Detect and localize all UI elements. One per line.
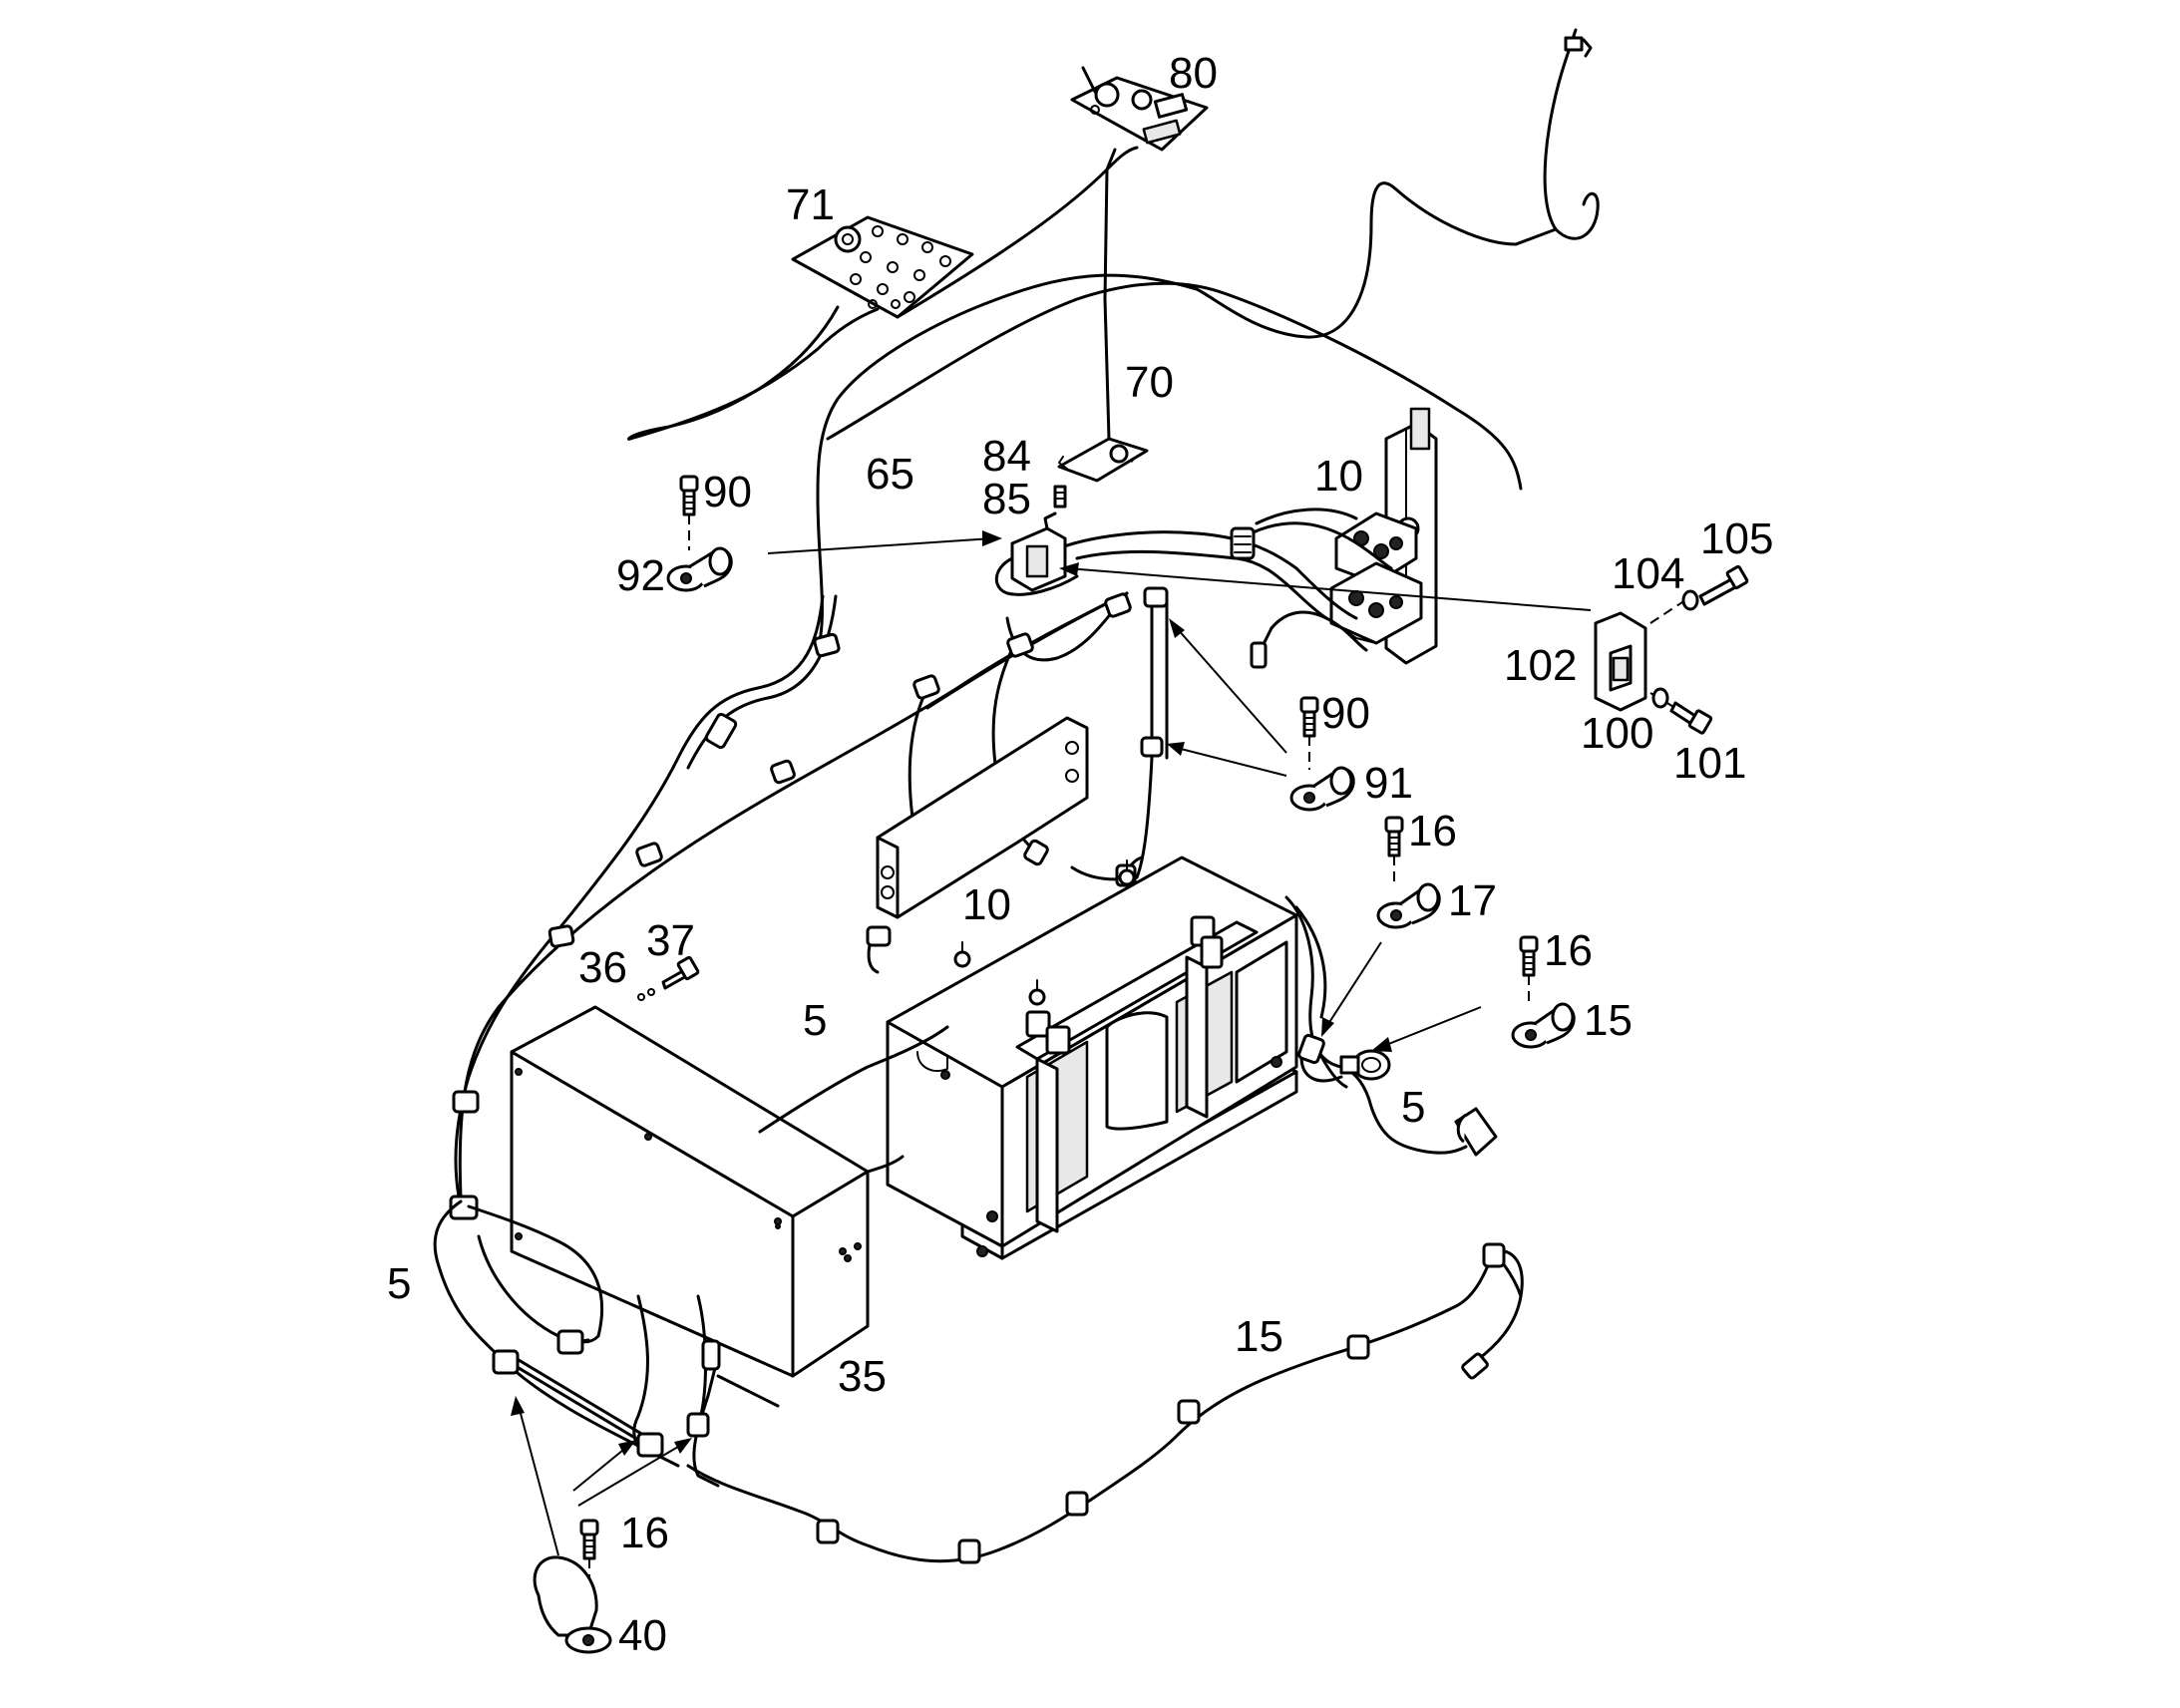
callout-80: 80 — [1169, 49, 1218, 98]
callout-104: 104 — [1612, 549, 1684, 598]
screw-16-upper — [1384, 816, 1404, 887]
callout-100: 100 — [1581, 709, 1653, 758]
callout-105: 105 — [1700, 514, 1773, 563]
screw-90-upper-left — [679, 475, 699, 550]
callout-40: 40 — [618, 1611, 667, 1660]
callout-5-left: 5 — [387, 1259, 411, 1308]
clamp-15 — [1511, 1002, 1576, 1049]
harness-clips — [449, 586, 1169, 1220]
relay-84 — [994, 512, 1079, 596]
callout-5-mid: 5 — [803, 996, 827, 1045]
bracket-70 — [1057, 437, 1149, 483]
callout-16-upper: 16 — [1408, 807, 1457, 855]
right-harness — [1284, 895, 1498, 1157]
transformer-assembly — [886, 855, 1298, 1260]
clamp-92 — [666, 546, 733, 592]
screw-90-mid — [1299, 696, 1319, 770]
screw-16-right — [1519, 935, 1539, 1007]
clamp-91 — [1289, 766, 1355, 812]
clamp-15-on-harness — [1339, 1049, 1391, 1081]
callout-36: 36 — [578, 943, 627, 992]
clamp-40 — [533, 1555, 612, 1654]
callout-65: 65 — [866, 450, 914, 499]
callout-90-upper: 90 — [703, 468, 752, 516]
callout-37: 37 — [646, 916, 695, 965]
callout-10-mid: 10 — [962, 880, 1011, 929]
callout-90-mid: 90 — [1321, 689, 1370, 738]
connector-5-right — [1454, 1107, 1498, 1157]
callout-70: 70 — [1125, 358, 1174, 407]
callout-35: 35 — [838, 1352, 887, 1401]
callout-15-right: 15 — [1584, 996, 1633, 1045]
mounting-plate-10 — [876, 716, 1089, 919]
screw-37 — [637, 955, 700, 1001]
washer-100 — [1651, 687, 1669, 709]
callout-15-bottom: 15 — [1235, 1312, 1283, 1361]
panel-80 — [1070, 76, 1209, 152]
callout-91: 91 — [1364, 759, 1413, 808]
callout-92: 92 — [616, 551, 665, 600]
callout-101: 101 — [1673, 739, 1746, 788]
terminal-block-10-upper — [1329, 407, 1438, 665]
callout-10-upper: 10 — [1314, 452, 1363, 501]
callout-85: 85 — [982, 475, 1031, 523]
bracket-102 — [1594, 599, 1686, 712]
callout-71: 71 — [786, 180, 835, 229]
callout-16-right: 16 — [1544, 926, 1593, 975]
wire-71-left — [626, 305, 840, 441]
callout-17: 17 — [1448, 876, 1497, 925]
screw-85 — [1053, 485, 1067, 509]
relay-wires — [1045, 508, 1393, 669]
enclosure-35 — [510, 1005, 949, 1378]
callout-84: 84 — [982, 432, 1031, 481]
panel-71 — [791, 215, 974, 319]
lower-left-harness — [433, 1199, 1524, 1564]
callout-5-right: 5 — [1401, 1083, 1425, 1132]
screw-105 — [1698, 564, 1749, 606]
callout-16-lower: 16 — [620, 1509, 669, 1557]
washer-104 — [1681, 589, 1699, 611]
callout-labels: 80 71 70 65 84 85 90 92 10 105 104 102 1… — [387, 49, 1773, 1660]
arrow-heads — [511, 530, 1392, 1456]
clamp-17 — [1376, 882, 1441, 929]
callout-102: 102 — [1504, 641, 1577, 690]
screw-101 — [1669, 701, 1713, 735]
main-harness — [454, 591, 1169, 1198]
leader-arrows — [518, 537, 1592, 1556]
